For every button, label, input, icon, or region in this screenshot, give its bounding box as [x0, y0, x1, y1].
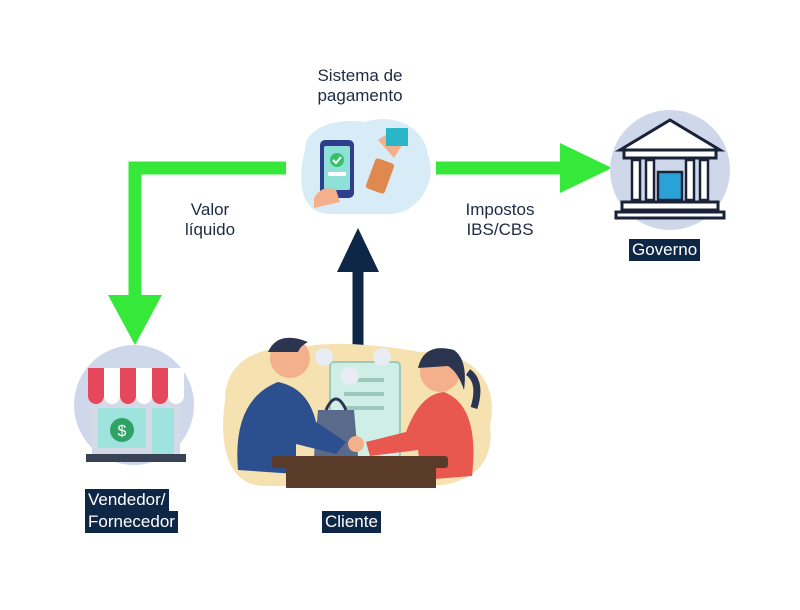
handshake-shopping-illustration — [223, 337, 492, 488]
arrow-client-to-payment — [337, 228, 379, 345]
vendor-tag: Vendedor/ Fornecedor — [85, 489, 178, 533]
government-tag: Governo — [629, 239, 701, 261]
taxes-label: Impostos IBS/CBS — [440, 200, 560, 240]
svg-text:$: $ — [118, 423, 127, 440]
vendor-tag-line1: Vendedor/ — [85, 489, 169, 511]
taxes-label-line1: Impostos — [465, 200, 535, 219]
government-building-icon — [610, 110, 730, 230]
payment-icon — [301, 118, 431, 214]
payment-system-label: Sistema de pagamento — [290, 66, 430, 106]
vendor-tag-line2: Fornecedor — [85, 511, 178, 533]
storefront-icon: $ — [74, 345, 194, 465]
client-tag: Cliente — [322, 511, 381, 533]
net-value-label: Valor líquido — [160, 200, 260, 240]
payment-system-label-line1: Sistema de — [317, 66, 403, 85]
taxes-label-line2: IBS/CBS — [466, 220, 534, 239]
net-value-label-line1: Valor — [190, 200, 230, 219]
arrow-taxes-to-government — [436, 143, 612, 193]
net-value-label-line2: líquido — [184, 220, 236, 239]
arrow-net-value-to-vendor — [108, 161, 286, 345]
payment-system-label-line2: pagamento — [317, 86, 403, 105]
